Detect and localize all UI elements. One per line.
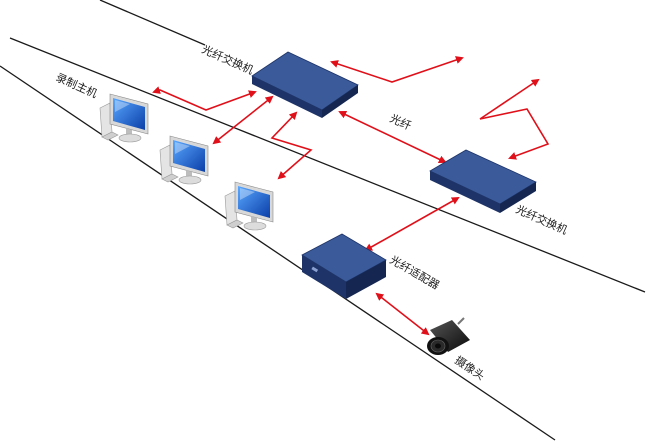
link-switch-pc1 [152, 86, 257, 111]
computer-icon [159, 135, 209, 185]
link-switch-uplink-2 [479, 108, 550, 160]
label-recorder: 录制主机 [54, 70, 100, 101]
fiber-adapter[interactable] [301, 233, 387, 299]
fiber-switch-top[interactable] [251, 51, 359, 118]
link-switch-switch [338, 110, 447, 164]
network-switch-icon [251, 51, 359, 118]
label-switch-right: 光纤交换机 [514, 202, 570, 237]
label-switch-top: 光纤交换机 [200, 42, 256, 77]
recorder-computer-1[interactable] [99, 93, 149, 143]
link-switch-pc3 [270, 111, 313, 180]
recorder-computer-2[interactable] [159, 135, 209, 185]
computer-icon [99, 93, 149, 143]
fiber-switch-right[interactable] [429, 149, 537, 213]
recorder-computer-3[interactable] [224, 181, 274, 231]
link-switch-uplink-1 [330, 56, 464, 83]
link-adapter-camera [375, 292, 430, 336]
label-adapter: 光纤适配器 [388, 252, 443, 292]
link-switch-adapter [364, 197, 460, 251]
zone-line-1 [99, 0, 206, 46]
network-switch-icon [429, 149, 537, 213]
camera-icon [427, 317, 470, 355]
zone-line-2 [9, 37, 646, 293]
link-switch-pc2 [212, 95, 274, 145]
zone-line-3 [0, 65, 556, 441]
camera[interactable] [427, 317, 470, 355]
label-camera: 摄像头 [452, 353, 487, 383]
links [152, 56, 550, 336]
computer-icon [224, 181, 274, 231]
link-uplink-2-head [479, 78, 540, 120]
fiber-adapter-icon [301, 233, 387, 299]
label-fiber: 光纤 [388, 111, 414, 133]
